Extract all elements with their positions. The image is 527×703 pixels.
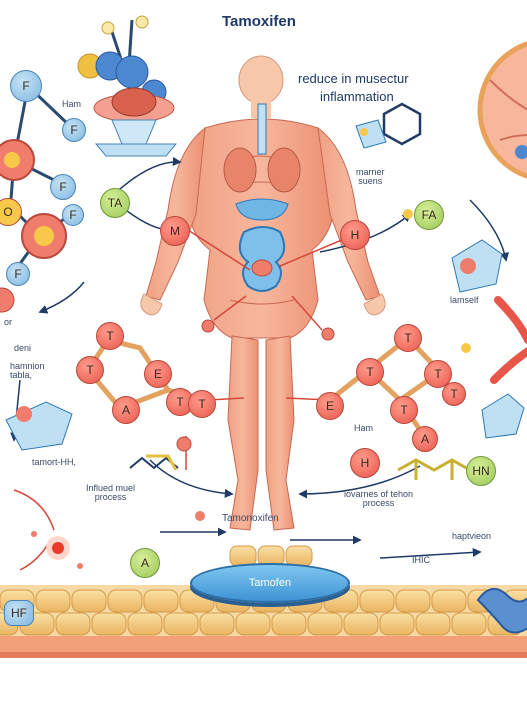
- node-fa: FA: [414, 200, 444, 230]
- red-glow: [31, 209, 471, 569]
- node-t6: T: [356, 358, 384, 386]
- human-body-figure: [140, 55, 386, 531]
- label-or: or: [4, 317, 13, 327]
- node-ta: TA: [100, 188, 130, 218]
- node-f5: F: [6, 262, 30, 286]
- node-f1: F: [10, 70, 42, 102]
- node-hn: HN: [466, 456, 496, 486]
- annotation-line-2: inflammation: [320, 89, 394, 104]
- node-a2: A: [412, 426, 438, 452]
- node-h-right: H: [340, 220, 370, 250]
- node-a1: A: [112, 396, 140, 424]
- left-protein: [5, 401, 179, 471]
- node-hf: HF: [4, 600, 34, 626]
- label-lamseit: lamself: [450, 295, 479, 305]
- label-ham-top: Ham: [62, 99, 82, 109]
- right-protein: [451, 239, 527, 439]
- node-t1: T: [96, 322, 124, 350]
- label-iovarnes: iovarnes of tehon process: [344, 489, 414, 509]
- label-haptvieon: haptvieon: [452, 531, 492, 541]
- label-ihic: IHIC: [412, 555, 430, 565]
- label-ham-mid: Ham: [354, 423, 374, 433]
- node-a-bottom: A: [130, 548, 160, 578]
- connector-arrows: [10, 157, 509, 559]
- label-tamonoxifen: Tamonoxifen: [222, 513, 279, 524]
- tamoxifen-pill: Tamofen: [190, 563, 350, 603]
- ring-chain-right: [328, 334, 444, 438]
- node-t7: T: [390, 396, 418, 424]
- node-e1: E: [144, 360, 172, 388]
- node-t5: T: [394, 324, 422, 352]
- label-tamort: tamort-HH,: [32, 457, 77, 467]
- left-molecule-graph: [0, 84, 75, 313]
- node-f2: F: [62, 118, 86, 142]
- annotation-line-1: reduce in musectur: [298, 71, 409, 86]
- zoom-inset: [477, 41, 527, 179]
- node-m: M: [160, 216, 190, 246]
- top-molecule: [77, 15, 178, 157]
- label-marker-suens: marner suens: [356, 167, 385, 187]
- label-hamnion-tabla: hamnion tabla,: [10, 361, 45, 381]
- node-f3: F: [50, 174, 76, 200]
- node-h-mid: H: [350, 448, 380, 478]
- node-e2: E: [316, 392, 344, 420]
- hexagon-molecule: [355, 102, 422, 149]
- node-f4: F: [62, 204, 84, 226]
- node-t2: T: [76, 356, 104, 384]
- node-t4: T: [188, 390, 216, 418]
- label-influed-process: Influed muel process: [86, 483, 136, 503]
- node-t9: T: [442, 382, 466, 406]
- label-deni: deni: [14, 343, 32, 353]
- node-o: O: [0, 198, 22, 226]
- diagram-title: Tamoxifen: [222, 13, 296, 30]
